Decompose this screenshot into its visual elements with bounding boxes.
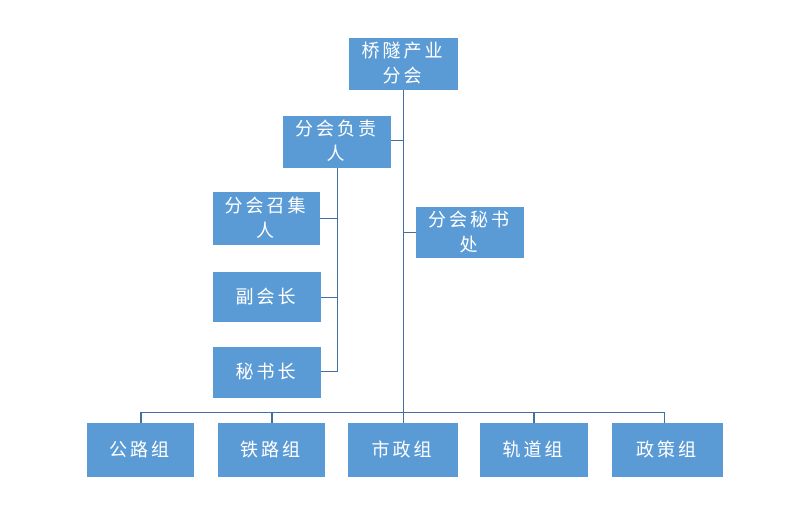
connector-stub-leader — [391, 139, 403, 141]
org-node-branch-leader-label: 分会负责人 — [295, 119, 379, 164]
connector-root-vertical — [402, 90, 404, 423]
connector-stub-group-railway — [271, 412, 273, 423]
org-node-group-track-label: 轨道组 — [502, 439, 566, 460]
org-node-root: 桥隧产业分会 — [349, 38, 458, 90]
org-node-secretariat: 分会秘书处 — [416, 207, 524, 258]
org-node-vice-president-label: 副会长 — [235, 286, 299, 307]
org-node-group-track: 轨道组 — [480, 423, 588, 477]
connector-stub-group-highway — [140, 412, 142, 423]
org-node-secretary-general: 秘书长 — [213, 347, 321, 398]
org-node-group-municipal-label: 市政组 — [371, 439, 435, 460]
org-node-group-policy: 政策组 — [612, 423, 723, 477]
org-node-convener-label: 分会召集人 — [224, 195, 309, 241]
org-node-secretariat-label: 分会秘书处 — [428, 209, 512, 255]
connector-stub-group-track — [533, 412, 535, 423]
org-node-branch-leader: 分会负责人 — [283, 116, 391, 168]
connector-groups-horizontal — [140, 411, 665, 413]
connector-stub-secretariat — [403, 231, 416, 233]
connector-stub-group-policy — [663, 412, 665, 423]
org-node-group-policy-label: 政策组 — [636, 439, 699, 460]
org-node-group-railway-label: 铁路组 — [240, 439, 303, 460]
connector-leader-vertical — [336, 168, 338, 372]
connector-stub-vice-president — [321, 296, 337, 298]
org-node-root-label: 桥隧产业分会 — [361, 41, 446, 86]
connector-stub-secretary-general — [321, 370, 337, 372]
org-node-vice-president: 副会长 — [213, 272, 321, 322]
org-node-group-highway: 公路组 — [87, 423, 194, 477]
org-node-secretary-general-label: 秘书长 — [235, 362, 299, 382]
org-node-group-municipal: 市政组 — [348, 423, 458, 477]
org-node-convener: 分会召集人 — [213, 192, 320, 245]
org-node-group-railway: 铁路组 — [218, 423, 325, 477]
connector-stub-convener — [320, 217, 337, 219]
org-node-group-highway-label: 公路组 — [109, 439, 172, 460]
